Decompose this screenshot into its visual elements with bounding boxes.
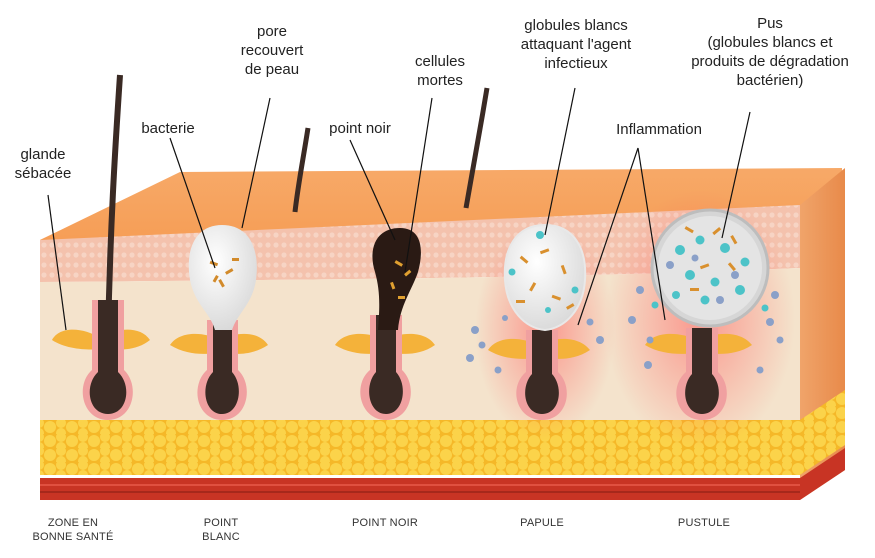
label-cellules-mortes: cellules mortes: [400, 52, 480, 90]
stage-label-pustule: PUSTULE: [666, 516, 742, 530]
label-inflammation: Inflammation: [596, 120, 722, 139]
label-glande-sebacee: glande sébacée: [8, 145, 78, 183]
label-point-noir: point noir: [318, 119, 402, 138]
stage-label-healthy: ZONE EN BONNE SANTÉ: [32, 516, 114, 544]
label-pore: pore recouvert de peau: [232, 22, 312, 79]
label-globules-blancs: globules blancs attaquant l'agent infect…: [498, 16, 654, 73]
stage-label-blackhead: POINT NOIR: [340, 516, 430, 530]
label-bacterie: bacterie: [128, 119, 208, 138]
stage-label-papule: PAPULE: [512, 516, 572, 530]
label-pus: Pus (globules blancs et produits de dégr…: [670, 14, 870, 90]
stage-label-whitehead: POINT BLANC: [196, 516, 246, 544]
